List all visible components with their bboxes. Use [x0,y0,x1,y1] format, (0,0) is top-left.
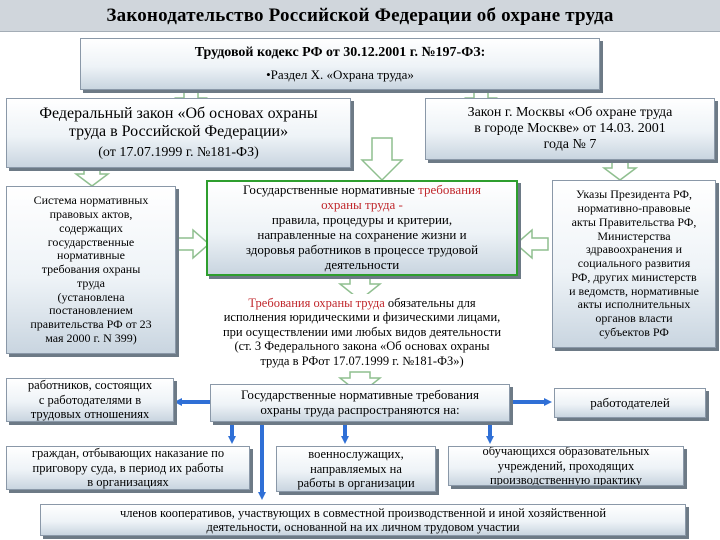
state-requirements-box: Государственные нормативные требования о… [206,180,518,276]
system-line: Система нормативных [33,193,149,208]
state-req-line5: здоровья работников в процессе трудовой [245,241,479,257]
system-line: правительства РФ от 23 [30,317,152,332]
state-req-term: Государственные нормативные [243,182,419,198]
system-line: содержащих [59,220,123,235]
decrees-line: социального развития [577,256,691,271]
system-line: требования охраны [41,262,141,277]
federal-law-box: Федеральный закон «Об основах охраны тру… [6,98,351,168]
military-line: военнослужащих, [308,447,404,462]
decrees-line: и ведомств, нормативные [569,283,699,298]
arrow-decrees-to-state [514,228,549,260]
applies-line: охраны труда распространяются на: [260,402,460,417]
students-line: учреждений, проходящих [497,458,635,473]
decrees-line: акты исполнительных [577,297,691,312]
decrees-line: субъектов РФ [599,325,669,340]
state-req-term-red: требования [418,182,481,198]
employers-label: работодателей [590,394,670,410]
students-line: производственную практику [489,473,643,486]
state-req-line4: направленные на сохранение жизни и [257,227,467,242]
mandatory-line5: труда в РФот 17.07.1999 г. №181-ФЗ») [260,353,464,368]
decrees-line: Министерства [597,228,671,243]
employers-box: работодателей [554,388,706,418]
system-line: труда [77,275,105,290]
decrees-line: РФ, других министерств [571,269,697,284]
students-box: обучающихся образовательных учреждений, … [448,446,684,486]
moscow-law-line2: в городе Москве» от 14.03. 2001 [474,120,666,136]
mandatory-line3: при осуществлении ими любых видов деятел… [222,324,502,339]
mandatory-line4: (ст. 3 Федерального закона «Об основах о… [234,339,490,354]
system-line: нормативные [57,248,125,263]
system-line: правовых актов, [49,206,133,221]
arrow-system-to-state [176,228,211,260]
decrees-box: Указы Президента РФ, нормативно-правовые… [552,180,716,348]
system-line: государственные [47,234,135,249]
military-box: военнослужащих, направляемых на работы в… [276,446,436,492]
convicts-line: приговору суда, в период их работы [32,460,224,475]
convicts-line: в организациях [87,475,169,490]
state-req-line3: правила, процедуры и критерии, [271,212,453,228]
mandatory-line2: исполнения юридическими и физическими ли… [223,310,501,325]
state-req-line6: деятельности [324,256,400,272]
mandatory-line1: Требования охраны труда обязательны для [248,296,475,310]
workers-line: трудовых отношениях [30,407,150,422]
system-line: постановлением [49,303,133,318]
cooperatives-box: членов кооперативов, участвующих в совме… [40,504,686,536]
labor-code-title: Трудовой кодекс РФ от 30.12.2001 г. №197… [194,45,486,61]
decrees-line: органов власти [595,311,673,326]
decrees-line: акты Правительства РФ, [571,214,697,229]
military-line: направляемых на [310,461,402,476]
decrees-line: нормативно-правовые [577,200,691,215]
state-req-line1: Государственные нормативные требования [243,182,481,198]
convicts-line: граждан, отбывающих наказание по [31,446,225,461]
decrees-line: Указы Президента РФ, [575,187,693,202]
labor-code-section: •Раздел X. «Охрана труда» [266,66,414,82]
mandatory-term-red: Требования охраны труда [248,296,385,311]
normative-system-box: Система нормативных правовых актов, соде… [6,186,176,354]
workers-box: работников, состоящих с работодателями в… [6,378,174,422]
system-line: (установлена [57,289,125,304]
students-line: обучающихся образовательных [482,446,650,459]
moscow-law-line1: Закон г. Москвы «Об охране труда [467,104,673,120]
applies-line: Государственные нормативные требования [241,387,479,403]
mandatory-requirements-box: Требования охраны труда обязательны для … [192,294,532,370]
cooperatives-line: деятельности, основанной на их личном тр… [206,520,520,534]
cooperatives-line: членов кооперативов, участвующих в совме… [119,505,607,520]
military-line: работы в организации [297,476,415,491]
arrow-federal-to-system [73,167,111,187]
workers-line: работников, состоящих [27,378,153,393]
page-title: Законодательство Российской Федерации об… [106,4,614,26]
workers-line: с работодателями в [38,392,142,407]
arrow-to-state-requirements [360,137,404,182]
federal-law-line2: труда в Российской Федерации» [68,123,289,141]
mandatory-term: обязательны для [384,296,476,311]
federal-law-line1: Федеральный закон «Об основах охраны [39,105,318,123]
state-req-line2: охраны труда - [321,197,403,213]
arrow-state-to-mandatory [337,277,383,301]
labor-code-box: Трудовой кодекс РФ от 30.12.2001 г. №197… [80,38,600,90]
page-title-bar: Законодательство Российской Федерации об… [0,0,720,32]
moscow-law-line3: года № 7 [543,137,597,153]
decrees-line: здравоохранения и [585,242,683,257]
moscow-law-box: Закон г. Москвы «Об охране труда в город… [425,98,715,160]
arrow-moscow-to-decrees [601,159,639,181]
convicts-box: граждан, отбывающих наказание по пригово… [6,446,250,490]
federal-law-line3: (от 17.07.1999 г. №181-ФЗ) [98,144,259,160]
system-line: мая 2000 г. N 399) [45,331,137,346]
applies-to-box: Государственные нормативные требования о… [210,384,510,422]
